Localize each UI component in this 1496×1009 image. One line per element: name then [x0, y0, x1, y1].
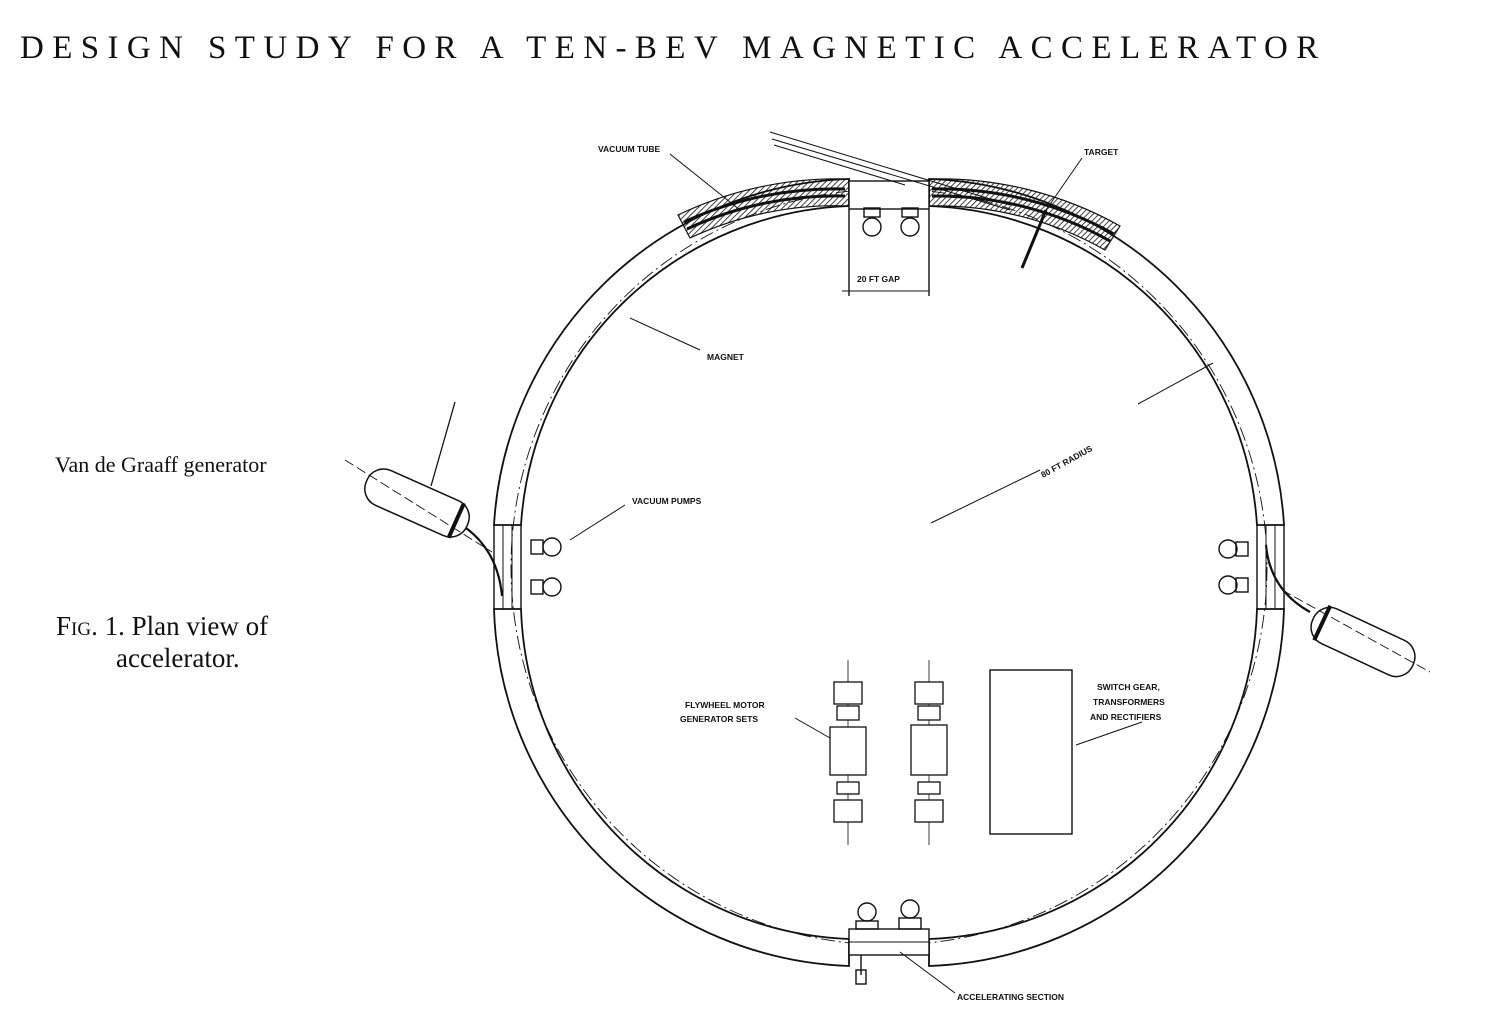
- flywheel-set-right: [910, 660, 948, 845]
- label-gap: 20 FT GAP: [857, 274, 900, 284]
- extracted-beam-lines: [769, 131, 1011, 211]
- van-de-graaff-left: [344, 459, 504, 597]
- label-vacuum-tube: VACUUM TUBE: [598, 144, 661, 154]
- flywheel-set-left: [829, 660, 867, 845]
- van-de-graaff-label: Van de Graaff generator: [55, 452, 267, 477]
- page-title: DESIGN STUDY FOR A TEN-BEV MAGNETIC ACCE…: [20, 30, 1327, 66]
- label-switch-3: AND RECTIFIERS: [1090, 712, 1162, 722]
- caption-prefix: Fig. 1.: [56, 611, 125, 641]
- label-vacuum-pumps: VACUUM PUMPS: [632, 496, 702, 506]
- label-magnet: MAGNET: [707, 352, 745, 362]
- magnet-ring: [493, 178, 1285, 967]
- accelerating-section: [848, 899, 930, 985]
- label-switch-1: SWITCH GEAR,: [1097, 682, 1160, 692]
- van-de-graaff-right: [1264, 544, 1431, 678]
- target-cutaway: [928, 178, 1121, 251]
- magnet-quadrant-top-left: [493, 178, 850, 526]
- magnet-quadrant-bottom-left: [493, 608, 850, 967]
- label-accelerating: ACCELERATING SECTION: [957, 992, 1064, 1002]
- magnet-quadrant-bottom-right: [928, 608, 1285, 967]
- label-flywheel-1: FLYWHEEL MOTOR: [685, 700, 765, 710]
- caption-line1: Plan view of: [131, 611, 269, 641]
- figure-caption: Fig. 1. Plan view of accelerator.: [56, 610, 268, 674]
- vacuum-tube-cutaway: [677, 178, 850, 239]
- switch-gear-box: [989, 669, 1073, 835]
- label-radius: 80 FT RADIUS: [1039, 443, 1094, 480]
- right-straight-section: [1218, 525, 1285, 609]
- caption-line2: accelerator.: [116, 643, 240, 673]
- leader-lines: [430, 153, 1214, 994]
- label-switch-2: TRANSFORMERS: [1093, 697, 1165, 707]
- label-flywheel-2: GENERATOR SETS: [680, 714, 758, 724]
- target-marker: [1020, 209, 1048, 269]
- top-gap-section: [848, 180, 930, 296]
- label-target: TARGET: [1084, 147, 1119, 157]
- left-straight-section: [493, 525, 562, 609]
